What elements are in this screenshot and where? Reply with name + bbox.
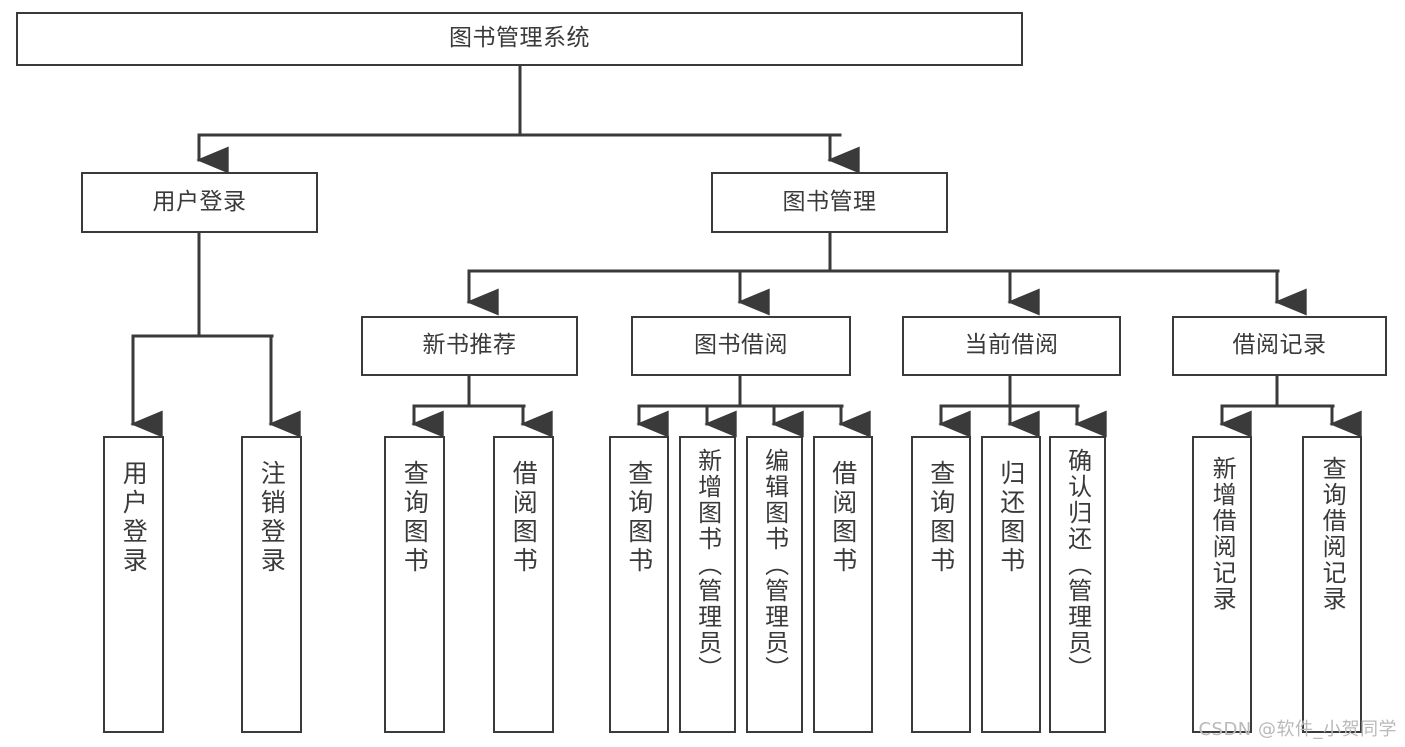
node-leaf-add-borrow-record-label: 新增借阅记录 xyxy=(1208,456,1237,612)
node-leaf-confirm-return-admin[interactable]: 确认归还（管理员） xyxy=(1049,436,1106,733)
node-leaf-add-book-admin[interactable]: 新增图书（管理员） xyxy=(679,436,736,733)
node-leaf-confirm-return-admin-label: 确认归还（管理员） xyxy=(1063,448,1092,682)
node-leaf-borrow-book-2-label: 借阅图书 xyxy=(828,460,858,576)
node-user-login-label: 用户登录 xyxy=(152,188,247,215)
node-book-management-label: 图书管理 xyxy=(782,188,877,215)
node-book-management[interactable]: 图书管理 xyxy=(711,172,948,233)
node-leaf-logout-login[interactable]: 注销登录 xyxy=(241,436,302,733)
node-book-borrow-label: 图书借阅 xyxy=(694,332,788,359)
node-root[interactable]: 图书管理系统 xyxy=(16,12,1023,66)
node-leaf-return-book[interactable]: 归还图书 xyxy=(981,436,1041,733)
node-borrow-record[interactable]: 借阅记录 xyxy=(1172,316,1387,376)
node-root-label: 图书管理系统 xyxy=(449,25,590,52)
node-current-borrow-label: 当前借阅 xyxy=(964,332,1059,359)
node-leaf-borrow-book-2[interactable]: 借阅图书 xyxy=(813,436,873,733)
node-leaf-query-book-3-label: 查询图书 xyxy=(926,460,956,576)
node-leaf-query-borrow-record[interactable]: 查询借阅记录 xyxy=(1302,436,1362,733)
node-leaf-query-book-2-label: 查询图书 xyxy=(624,460,654,576)
node-leaf-query-book-1[interactable]: 查询图书 xyxy=(384,436,445,733)
node-leaf-user-login[interactable]: 用户登录 xyxy=(103,436,164,733)
node-leaf-user-login-label: 用户登录 xyxy=(119,460,149,576)
node-leaf-query-book-2[interactable]: 查询图书 xyxy=(609,436,669,733)
node-user-login[interactable]: 用户登录 xyxy=(81,172,318,233)
node-borrow-record-label: 借阅记录 xyxy=(1232,332,1327,359)
node-leaf-add-book-admin-label: 新增图书（管理员） xyxy=(693,448,722,682)
node-new-book-recommend[interactable]: 新书推荐 xyxy=(361,316,578,376)
node-leaf-query-book-3[interactable]: 查询图书 xyxy=(911,436,971,733)
node-leaf-borrow-book-1-label: 借阅图书 xyxy=(509,460,539,576)
node-leaf-edit-book-admin-label: 编辑图书（管理员） xyxy=(760,448,789,682)
node-leaf-borrow-book-1[interactable]: 借阅图书 xyxy=(493,436,554,733)
node-leaf-query-book-1-label: 查询图书 xyxy=(400,460,430,576)
node-book-borrow[interactable]: 图书借阅 xyxy=(631,316,851,376)
node-leaf-edit-book-admin[interactable]: 编辑图书（管理员） xyxy=(746,436,803,733)
node-leaf-return-book-label: 归还图书 xyxy=(996,460,1026,576)
node-current-borrow[interactable]: 当前借阅 xyxy=(902,316,1121,376)
node-new-book-recommend-label: 新书推荐 xyxy=(422,332,517,359)
node-leaf-query-borrow-record-label: 查询借阅记录 xyxy=(1318,456,1347,612)
csdn-watermark: CSDN @软件_小贺同学 xyxy=(1198,719,1397,740)
node-leaf-add-borrow-record[interactable]: 新增借阅记录 xyxy=(1192,436,1252,733)
node-leaf-logout-login-label: 注销登录 xyxy=(257,460,287,576)
